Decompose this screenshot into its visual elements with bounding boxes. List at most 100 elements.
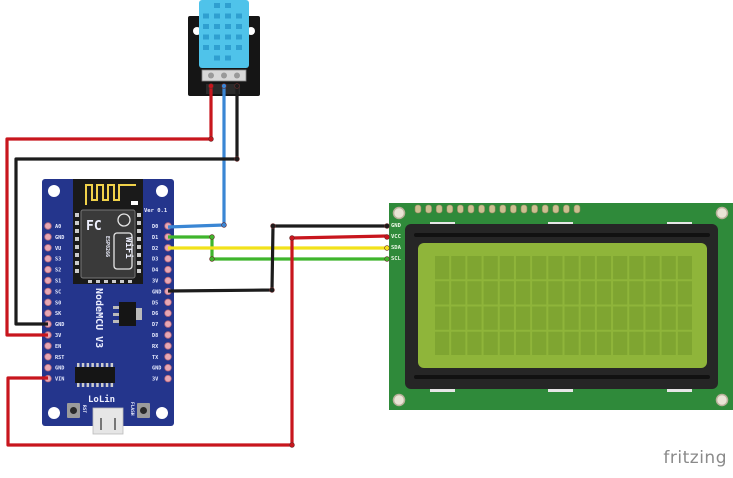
fcc-mark: FC [86,219,102,234]
lcd-header-pin [520,204,528,214]
wire-dht-vcc[interactable] [5,86,213,337]
lcd-header-pin [552,204,560,214]
dht-pin [234,72,240,79]
wire-dht-data[interactable] [167,86,226,229]
dht-pin [221,72,227,79]
mcu-pin-d7[interactable] [164,320,172,328]
lcd-pin-label-gnd: GND [391,223,402,229]
bezel-clip [548,389,573,392]
mcu-pin-s1[interactable] [44,276,52,285]
chip-pin [101,363,104,367]
lcd-char-cell [677,256,692,280]
lcd-char-cell [613,281,628,305]
mcu-pin-en[interactable] [44,342,52,350]
maker-label: LoLin [88,394,115,405]
mcu-pin-rst[interactable] [44,353,52,361]
lcd-char-cell [629,281,644,305]
lcd-pin-label-sda: SDA [391,245,402,251]
mcu-pin-vu[interactable] [44,244,52,252]
wire-endpoint [221,222,227,228]
micro-usb-port[interactable] [92,407,124,435]
lcd-char-cell [515,281,531,305]
mcu-pin-a0[interactable] [44,222,52,230]
wire-lcd-vcc[interactable] [6,234,388,447]
lcd-char-cell [580,331,595,355]
lcd-header-pins [414,204,581,214]
bezel-clip [667,222,692,225]
version-label: Ver 0.1 [144,208,168,214]
lcd-char-cell [629,256,644,280]
lcd-char-cell [564,331,579,355]
esp-pad [75,237,79,241]
flash-button[interactable] [137,403,150,418]
chip-pin [77,363,80,367]
lcd-header-pin [414,204,422,214]
mcu-pin-gnd[interactable] [44,364,52,372]
mcu-pin-label: VIN [55,377,64,383]
mcu-pin-3v[interactable] [164,374,172,383]
lcd-mount-hole [392,206,406,220]
mcu-pin-gnd[interactable] [44,233,52,241]
esp-pad [75,253,79,257]
mcu-pin-d5[interactable] [164,298,172,306]
bezel-slot [414,233,710,237]
flash-label: FLASH [129,402,135,416]
mcu-pin-3v[interactable] [164,276,172,285]
rst-button[interactable] [67,403,80,418]
wire-endpoint [289,235,295,241]
mcu-pin-d6[interactable] [164,309,172,317]
mcu-pin-d4[interactable] [164,265,172,274]
lcd-char-cell [483,306,498,330]
lcd-char-cell [677,281,692,305]
module-label: ESP8266 [104,236,110,257]
lcd-char-cell [564,256,579,280]
chip-pin [105,383,109,387]
mcu-pin-label: D4 [152,268,158,274]
mcu-pin-d8[interactable] [164,331,172,339]
voltage-regulator [113,302,142,326]
wire-endpoint [384,256,390,262]
esp-pad [75,261,79,265]
chip-pin [81,363,85,367]
mcu-pin-label: GND [55,366,64,372]
lcd-char-cell [645,306,660,330]
mcu-pin-label: RST [55,355,64,361]
mcu-pin-label: GND [152,366,161,372]
dht-vent [214,3,220,8]
lcd-char-cell [483,331,498,355]
lcd-char-cell [613,331,628,355]
wire-endpoint [384,245,390,251]
mcu-pin-gnd[interactable] [164,364,172,372]
lcd-char-cell [451,306,466,330]
esp-pad [75,221,79,225]
mcu-pin-s2[interactable] [44,265,52,274]
lcd-char-cell [451,281,466,305]
mcu-mount-hole [48,185,60,197]
mcu-pin-label: D7 [152,322,158,328]
esp-pad [137,229,141,233]
mcu-pin-sk[interactable] [44,309,52,317]
lcd-header-pin [563,204,570,214]
chip-pin [96,363,99,367]
lcd-pin-label-vcc: VCC [391,234,401,240]
esp-pad [137,237,141,241]
lcd-char-cell [596,281,612,305]
mcu-pin-s0[interactable] [44,298,52,306]
dht-vent [236,34,242,40]
mcu-pin-sc[interactable] [44,287,52,296]
wire-dht-gnd[interactable] [14,86,239,326]
lcd-mount-hole [392,393,406,407]
mcu-pin-rx[interactable] [164,342,172,350]
mcu-pin-tx[interactable] [164,353,172,361]
mcu-pin-s3[interactable] [44,255,52,263]
lcd-char-cell [645,256,660,280]
esp-pad [112,280,116,283]
mcu-pin-label: 3V [55,333,61,339]
wire-endpoint [209,234,215,240]
dht-vent [225,24,231,29]
wire-endpoint [269,287,275,293]
chip-pin [86,383,90,387]
mcu-pin-d3[interactable] [164,255,172,263]
wire-lcd-gnd[interactable] [167,224,387,293]
